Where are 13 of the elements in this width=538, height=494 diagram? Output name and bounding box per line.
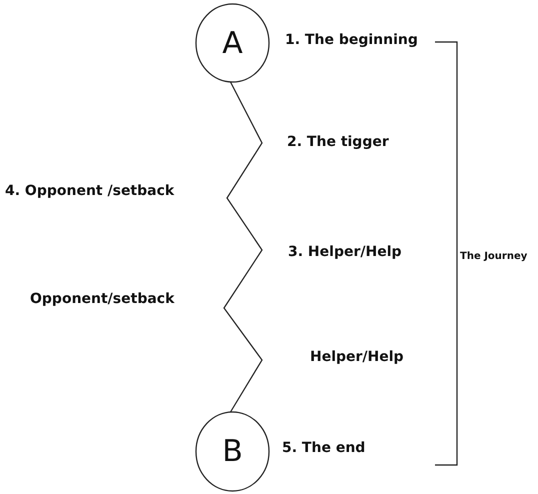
stage-label: 4. Opponent /setback [5,183,174,199]
stage-label: Opponent/setback [30,291,174,307]
stage-label: 1. The beginning [285,32,418,48]
circle-node [195,3,270,83]
stage-label: 3. Helper/Help [288,244,402,260]
stage-label: 5. The end [282,440,366,456]
zigzag-line [223,82,263,412]
stage-label: 2. The tigger [287,134,389,150]
bracket-label: The Journey [460,251,528,262]
circle-node [195,411,270,492]
stage-label: Helper/Help [310,349,404,365]
node-letter: B [222,434,243,469]
node-letter: A [222,26,243,60]
